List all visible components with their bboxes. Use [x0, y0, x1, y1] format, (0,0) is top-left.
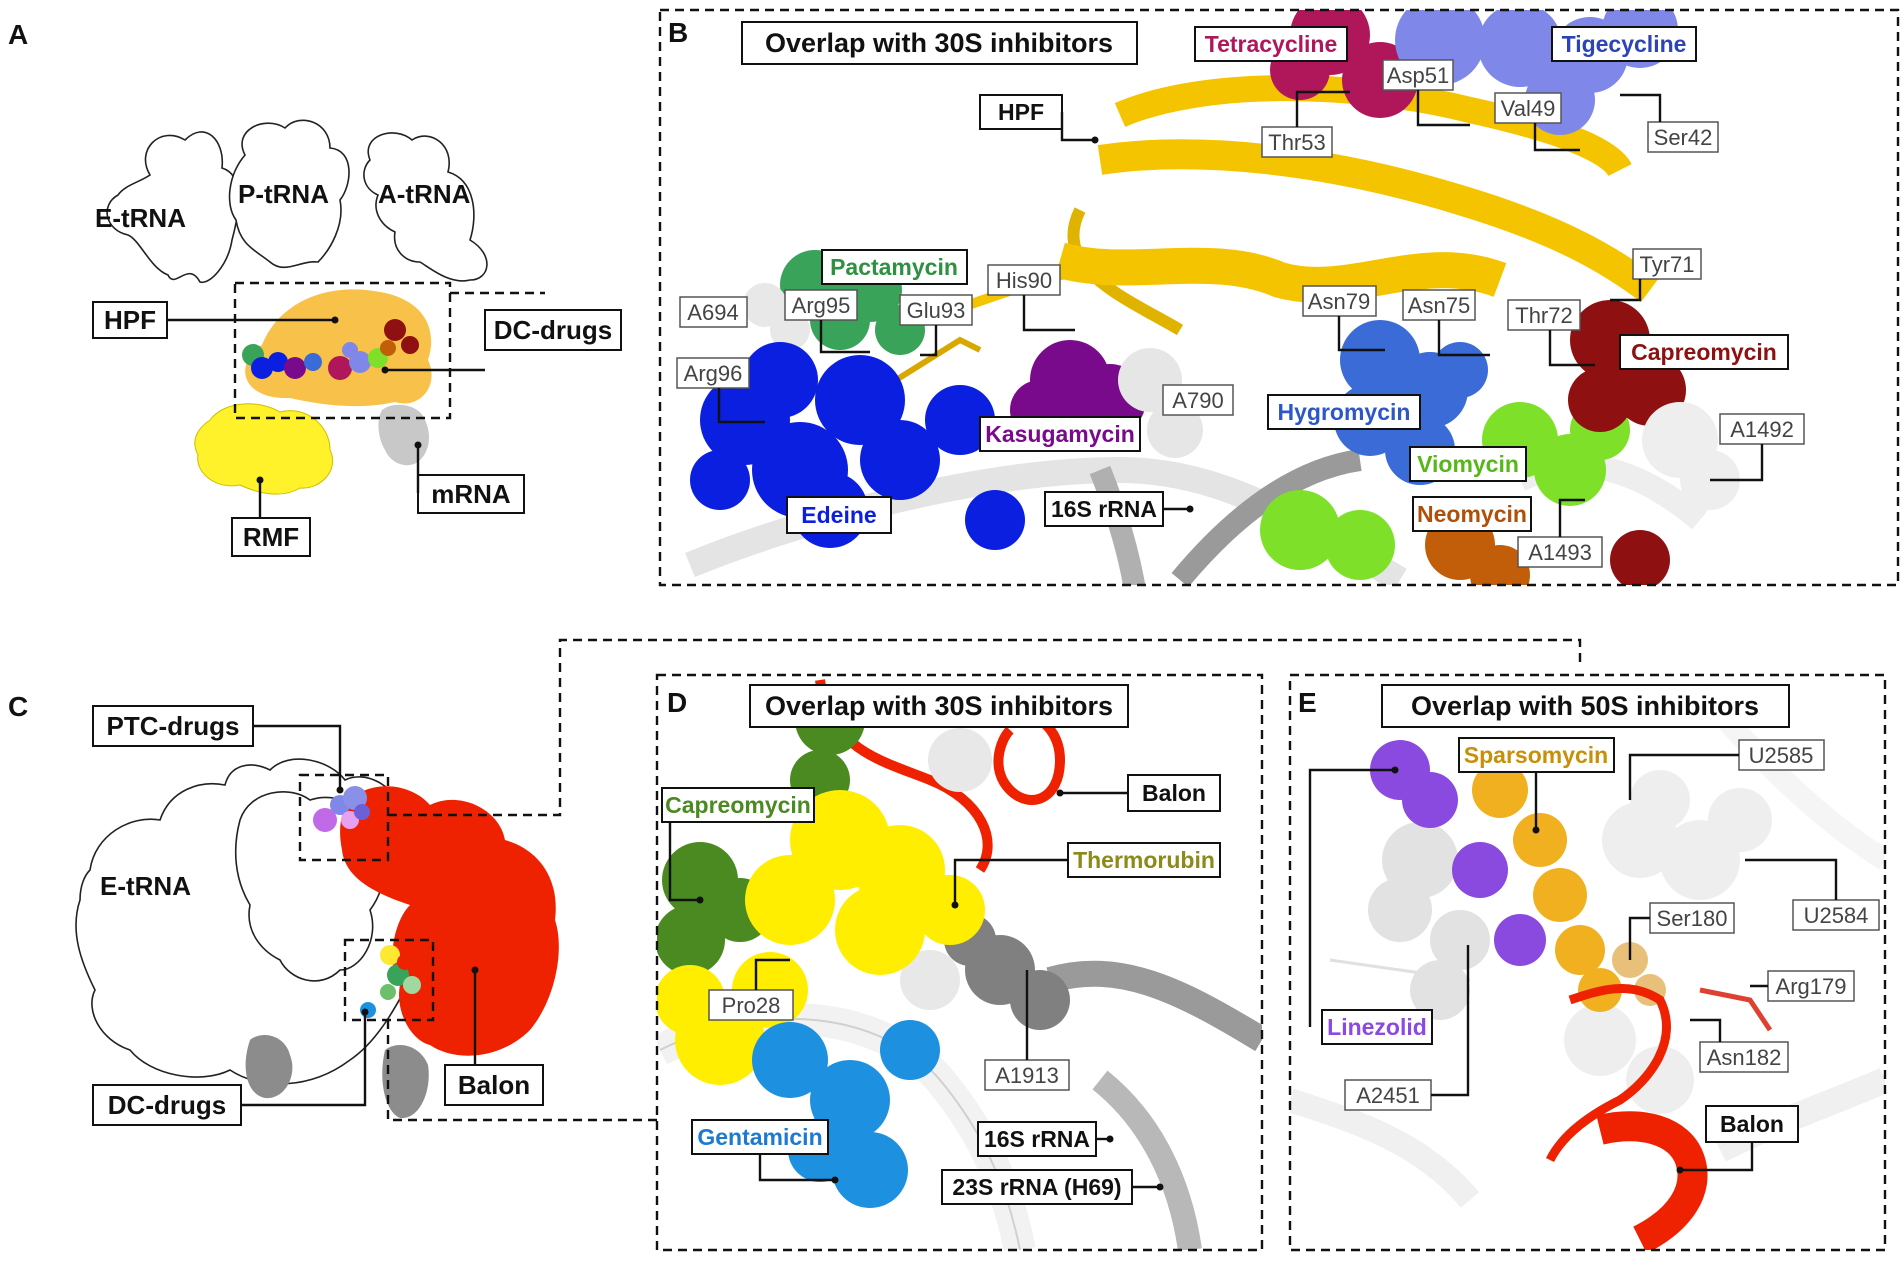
- b-a694: A694: [687, 300, 738, 325]
- panel-b: B Overlap with 30S inhibitors HPF Tetrac…: [658, 8, 1900, 587]
- b-thr72: Thr72: [1515, 303, 1572, 328]
- panel-label-d: D: [667, 687, 687, 718]
- panel-b-frame: [658, 8, 1900, 587]
- rmf-shape: [194, 403, 334, 495]
- b-a1492: A1492: [1730, 417, 1794, 442]
- b-hpf-label: HPF: [998, 99, 1044, 125]
- a-dc-drugs-label: DC-drugs: [494, 315, 612, 345]
- b-neomycin-label: Neomycin: [1417, 501, 1527, 527]
- c-ptc-zoom-box: [298, 773, 390, 862]
- b-tetracycline-label: Tetracycline: [1205, 31, 1338, 57]
- b-a790: A790: [1172, 388, 1223, 413]
- b-his90: His90: [996, 268, 1052, 293]
- b-arg96: Arg96: [684, 361, 743, 386]
- b-title: Overlap with 30S inhibitors: [765, 28, 1113, 58]
- c-balon-label: Balon: [458, 1070, 530, 1100]
- panel-label-a: A: [8, 19, 28, 50]
- b-capreomycin-label: Capreomycin: [1631, 339, 1777, 365]
- b-arg95: Arg95: [792, 293, 851, 318]
- b-hygromycin-label: Hygromycin: [1278, 399, 1411, 425]
- d-16s-rrna-label: 16S rRNA: [984, 1126, 1090, 1152]
- b-asn75: Asn75: [1408, 293, 1470, 318]
- b-tigecycline-label: Tigecycline: [1562, 31, 1687, 57]
- b-asn79: Asn79: [1308, 289, 1370, 314]
- b-a1493: A1493: [1528, 540, 1592, 565]
- d-thermorubin-label: Thermorubin: [1073, 847, 1215, 873]
- b-residue-labels: Thr53 Asp51 Val49 Ser42 A694 Arg95 Glu93…: [676, 59, 1805, 568]
- c-ptc-drugs: [313, 786, 370, 832]
- mrna-shape: [378, 404, 430, 466]
- panel-c: C E-tRNA: [8, 638, 1582, 1126]
- d-capreomycin-label: Capreomycin: [665, 792, 811, 818]
- a-mrna-label: mRNA: [431, 479, 511, 509]
- b-16s-rrna-label: 16S rRNA: [1051, 496, 1157, 522]
- e-title: Overlap with 50S inhibitors: [1411, 691, 1759, 721]
- e-sparsomycin-label: Sparsomycin: [1464, 742, 1608, 768]
- a-p-trna-label: P-tRNA: [238, 179, 329, 209]
- b-asp51: Asp51: [1387, 63, 1449, 88]
- b-ser42: Ser42: [1654, 125, 1713, 150]
- panel-label-c: C: [8, 691, 28, 722]
- b-glu93: Glu93: [907, 298, 966, 323]
- e-trna-shape: [106, 131, 240, 283]
- panel-a: A E-tRNA P-tRNA A-tRNA: [8, 19, 622, 557]
- e-arg179: Arg179: [1776, 974, 1847, 999]
- b-thr53: Thr53: [1268, 130, 1325, 155]
- d-gentamicin-label: Gentamicin: [697, 1124, 822, 1150]
- a-hpf-label: HPF: [104, 305, 156, 335]
- a-rmf-label: RMF: [243, 522, 299, 552]
- a-zoom-box: [233, 281, 452, 420]
- b-edeine-label: Edeine: [801, 502, 876, 528]
- e-u2584: U2584: [1804, 903, 1869, 928]
- a-trna-shape: [363, 132, 488, 282]
- e-u2585: U2585: [1749, 743, 1814, 768]
- d-balon-label: Balon: [1142, 780, 1206, 806]
- c-to-d-connector: [386, 1020, 660, 1122]
- a-drug-cluster: [242, 319, 419, 380]
- p-trna-shape: [228, 119, 350, 269]
- d-title: Overlap with 30S inhibitors: [765, 691, 1113, 721]
- a-e-trna-label: E-tRNA: [95, 203, 186, 233]
- c-dc-drugs: [360, 945, 421, 1018]
- b-val49: Val49: [1501, 96, 1556, 121]
- c-balon-shape: [340, 786, 559, 1056]
- panel-label-e: E: [1298, 687, 1317, 718]
- b-kasugamycin-label: Kasugamycin: [985, 421, 1135, 447]
- d-pro28: Pro28: [722, 993, 781, 1018]
- b-tyr71: Tyr71: [1639, 252, 1694, 277]
- c-dc-drugs-label: DC-drugs: [108, 1090, 226, 1120]
- b-viomycin-label: Viomycin: [1417, 451, 1519, 477]
- panel-d-frame: [655, 673, 1264, 1252]
- e-balon-label: Balon: [1720, 1111, 1784, 1137]
- a-a-trna-label: A-tRNA: [378, 179, 471, 209]
- c-gray-stalk-right: [382, 1045, 429, 1119]
- b-pactamycin-label: Pactamycin: [830, 254, 958, 280]
- d-23s-rrna-label: 23S rRNA (H69): [952, 1174, 1121, 1200]
- e-ser180: Ser180: [1657, 906, 1728, 931]
- panel-e: E Overlap with 50S inhibitors Sparsomyci…: [1288, 673, 1887, 1252]
- e-asn182: Asn182: [1707, 1045, 1782, 1070]
- c-etrna-label: E-tRNA: [100, 871, 191, 901]
- c-gray-stalk-left: [245, 1035, 293, 1099]
- e-linezolid-label: Linezolid: [1327, 1014, 1427, 1040]
- d-a1913: A1913: [995, 1063, 1059, 1088]
- panel-d: D Overlap with 30S inhibitors Capreomyci…: [655, 673, 1264, 1252]
- panel-label-b: B: [668, 17, 688, 48]
- c-ptc-drugs-label: PTC-drugs: [107, 711, 240, 741]
- e-a2451: A2451: [1356, 1083, 1420, 1108]
- c-to-e-connector: [388, 638, 1582, 817]
